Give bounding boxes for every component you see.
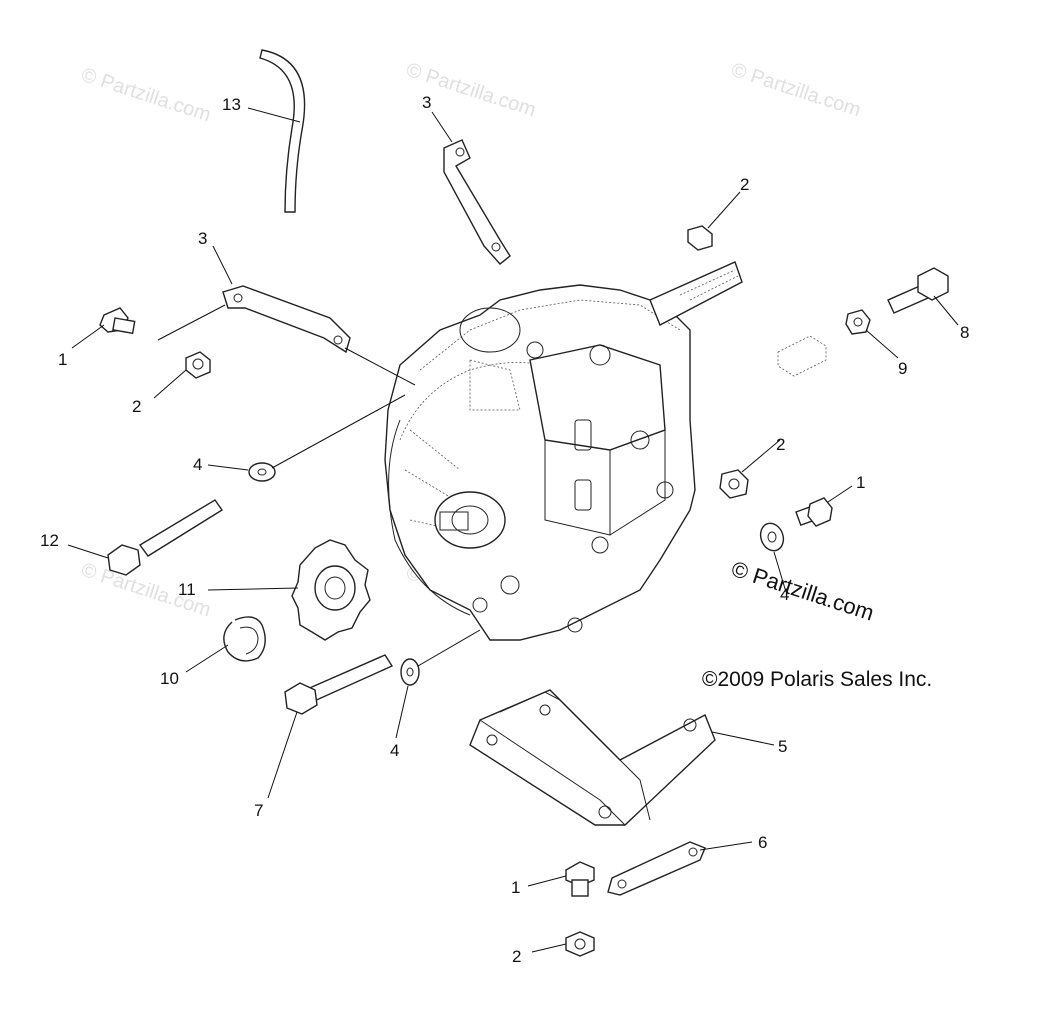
watermark-6: © Partzilla.com	[728, 556, 877, 626]
bracket-left	[222, 285, 351, 354]
callout-13: 13	[222, 95, 241, 114]
washer-right	[759, 522, 785, 552]
flange-nut-left	[185, 351, 211, 379]
flange-nut-right	[719, 469, 749, 499]
retainer-strap	[607, 841, 706, 896]
callout-3-top: 3	[422, 93, 431, 112]
callout-10: 10	[160, 669, 179, 688]
flange-bolt-right	[795, 497, 833, 527]
callout-2-right: 2	[776, 435, 785, 454]
callout-6: 6	[758, 833, 767, 852]
flange-bolt-bottom	[565, 861, 595, 897]
callout-3-left: 3	[198, 229, 207, 248]
washer-bottom	[400, 658, 420, 686]
callout-8: 8	[960, 323, 969, 342]
callout-5: 5	[778, 737, 787, 756]
flange-bolt-left	[99, 307, 136, 335]
callout-4-bottom: 4	[390, 741, 399, 760]
watermark-1: © Partzilla.com	[78, 64, 213, 127]
callout-4-left: 4	[193, 455, 202, 474]
callout-2-left: 2	[132, 397, 141, 416]
flange-nut-top-right	[687, 225, 713, 251]
drive-sprocket	[291, 539, 371, 641]
callout-9: 9	[898, 359, 907, 378]
gearcase-assembly	[384, 261, 743, 641]
bracket-top	[443, 139, 511, 265]
callout-1-bottom: 1	[511, 878, 520, 897]
bolt-8	[887, 267, 949, 314]
callout-1-right: 1	[856, 473, 865, 492]
watermark-3: © Partzilla.com	[728, 59, 863, 122]
callout-11: 11	[178, 580, 196, 599]
callout-4-right: 4	[780, 585, 789, 604]
long-bolt-12	[107, 499, 223, 576]
nut-9	[845, 309, 871, 335]
callout-7: 7	[254, 801, 263, 820]
copyright-notice: ©2009 Polaris Sales Inc.	[702, 668, 932, 691]
mount-plate	[469, 689, 716, 826]
snap-ring	[223, 616, 266, 662]
callout-1-left: 1	[58, 350, 67, 369]
callout-2-top-right: 2	[740, 175, 749, 194]
bolt-7	[284, 654, 394, 715]
flange-nut-bottom	[565, 931, 595, 957]
callout-12: 12	[40, 531, 59, 550]
callout-2-bottom: 2	[512, 947, 521, 966]
watermark-2: © Partzilla.com	[403, 59, 538, 122]
washer-left	[248, 462, 276, 482]
breather-hose	[259, 49, 306, 213]
spacer-sleeve	[777, 335, 827, 377]
